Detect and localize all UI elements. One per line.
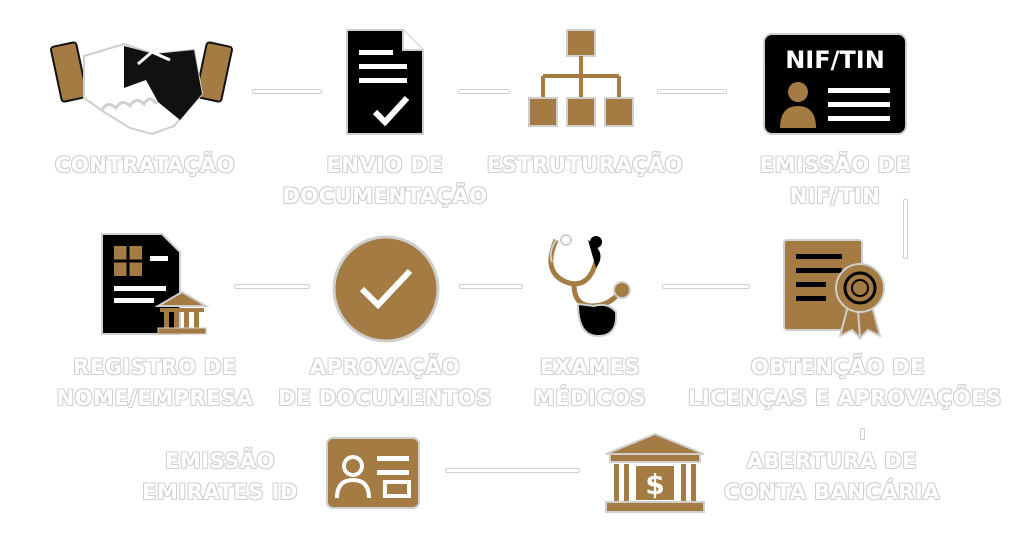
connector-line <box>903 199 908 259</box>
step-label: APROVAÇÃO DE DOCUMENTOS <box>278 355 492 410</box>
document-check-icon <box>346 29 424 135</box>
bank-icon: $ <box>605 432 705 513</box>
connector-line <box>234 284 310 289</box>
certificate-icon <box>783 239 885 341</box>
step-label: ABERTURA DE CONTA BANCÁRIA <box>724 449 940 504</box>
check-circle-icon <box>332 235 440 343</box>
step-label: EMISSÃO DE NIF/TIN <box>759 153 911 208</box>
step-label: CONTRATAÇÃO <box>55 153 235 177</box>
svg-text:NIF/TIN: NIF/TIN <box>785 46 885 74</box>
org-chart-icon <box>528 29 634 127</box>
step-label: REGISTRO DE NOME/EMPRESA <box>56 355 254 410</box>
step-label: ENVIO DE DOCUMENTAÇÃO <box>282 153 488 208</box>
connector-line <box>445 468 580 473</box>
handshake-icon <box>50 41 233 136</box>
step-label: EMISSÃO EMIRATES ID <box>142 449 298 504</box>
registry-document-icon <box>101 233 210 335</box>
step-label: EXAMES MÉDICOS <box>533 355 647 410</box>
connector-line <box>662 284 750 289</box>
stethoscope-icon <box>548 234 631 338</box>
emirates-id-icon <box>326 437 420 509</box>
id-card-icon: NIF/TIN <box>763 33 907 135</box>
connector-line <box>458 89 510 94</box>
step-label: OBTENÇÃO DE LICENÇAS E APROVAÇÕES <box>688 355 1002 410</box>
connector-line <box>459 284 523 289</box>
step-label: ESTRUTURAÇÃO <box>486 153 684 177</box>
svg-text:$: $ <box>645 468 664 501</box>
connector-line <box>657 89 727 94</box>
connector-line <box>860 428 865 440</box>
connector-line <box>252 89 322 94</box>
